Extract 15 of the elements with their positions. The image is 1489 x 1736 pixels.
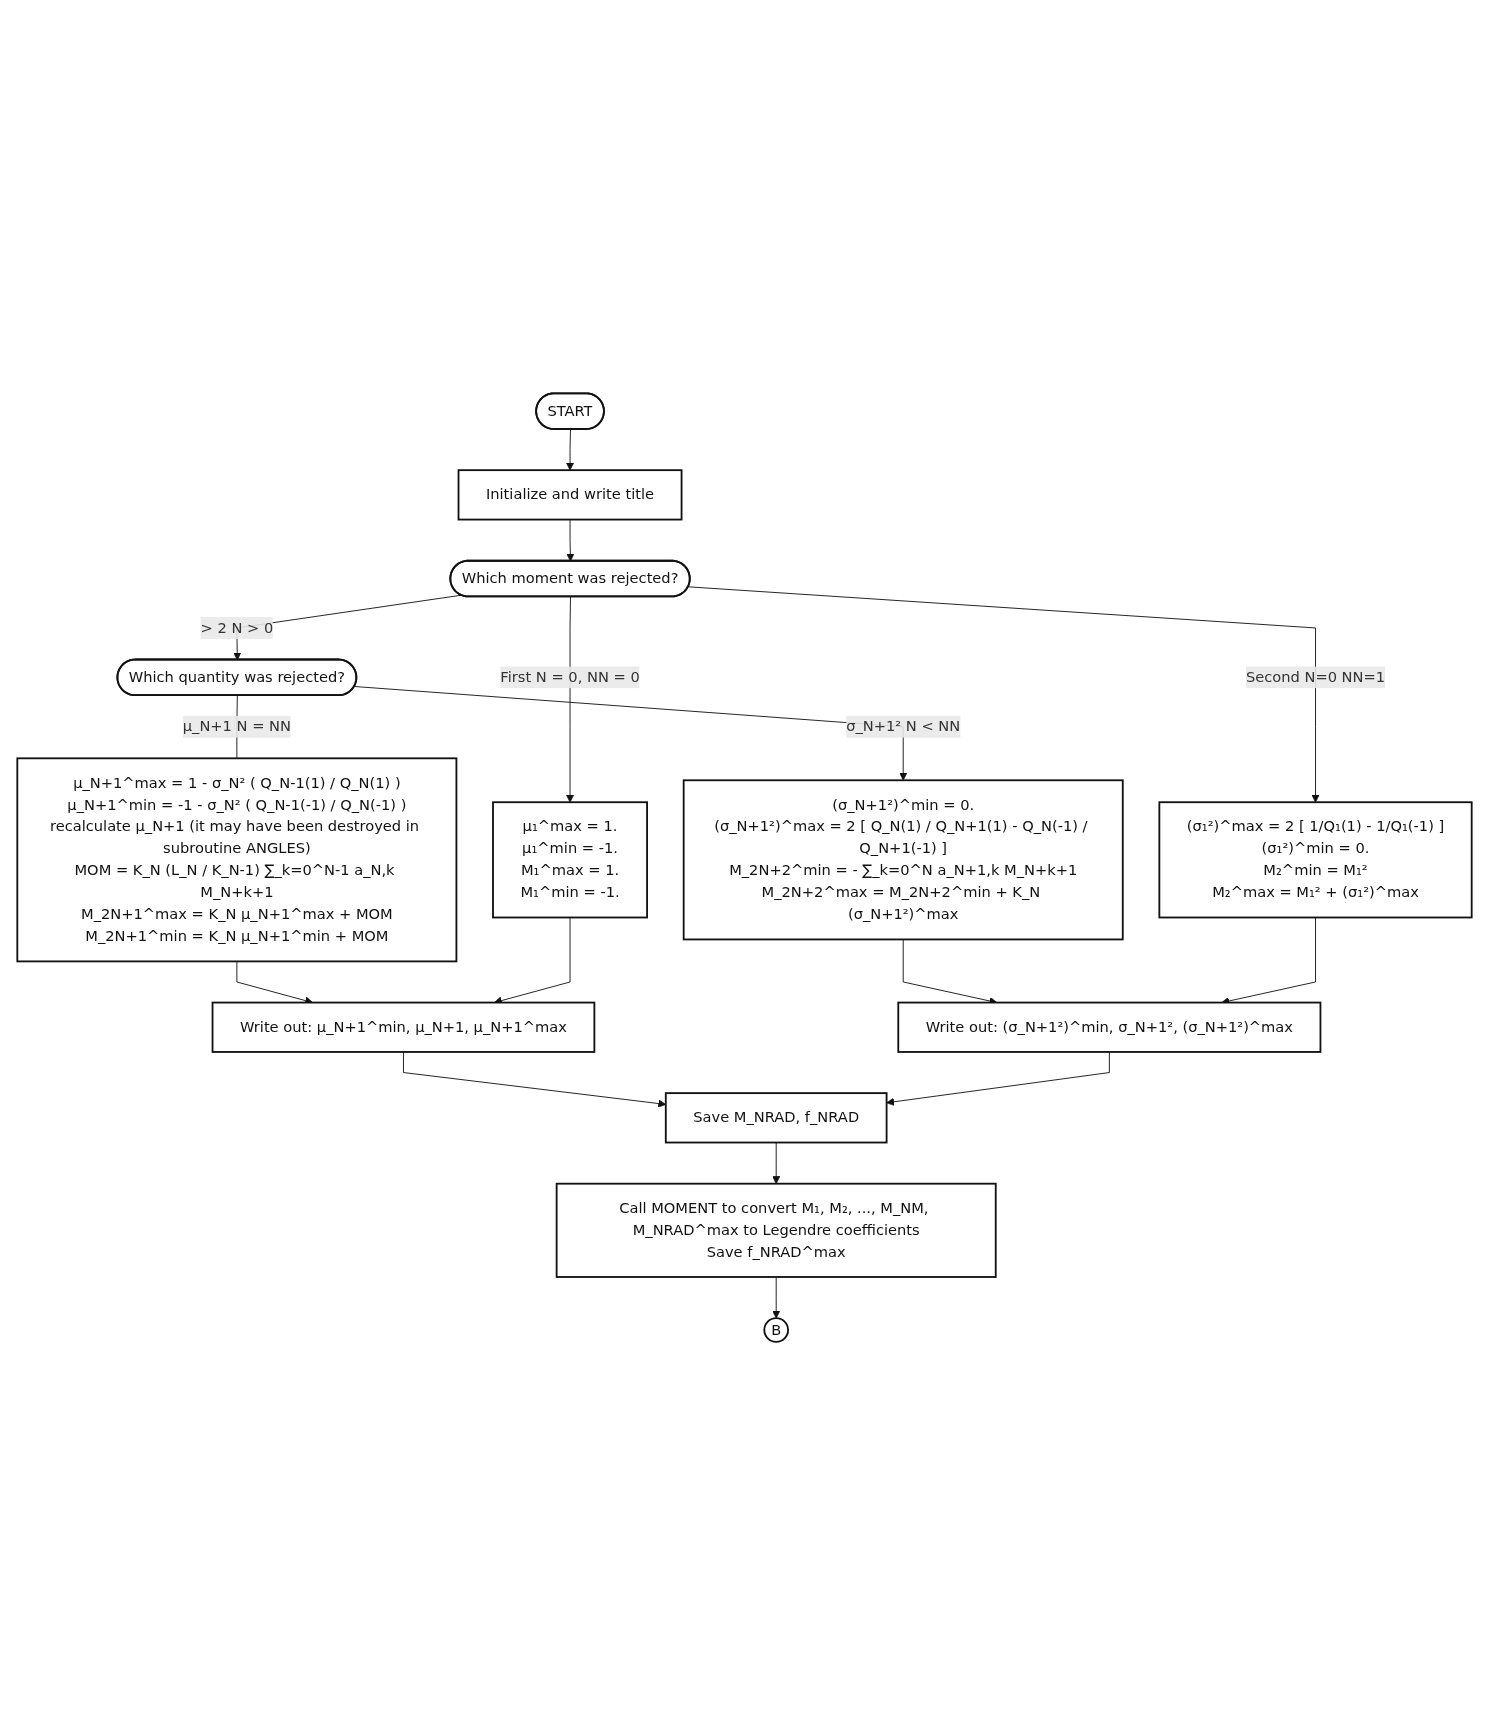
node-box: Save M_NRAD, f_NRAD <box>664 1092 888 1144</box>
node-box: Initialize and write title <box>457 469 683 521</box>
node-box: (σ₁²)^max = 2 [ 1/Q₁(1) - 1/Q₁(-1) ] (σ₁²)^min = 0. M₂^min = M₁² M₂^max = M₁² + (σ₁²)^max <box>1158 801 1473 919</box>
node-box: Call MOMENT to convert M₁, M₂, ..., M_NM, M_NRAD^max to Legendre coefficients Save f_NRAD^max <box>555 1183 997 1279</box>
node-box: Write out: μ_N+1^min, μ_N+1, μ_N+1^max <box>211 1002 596 1054</box>
node-box: Write out: (σ_N+1²)^min, σ_N+1², (σ_N+1²)^max <box>897 1002 1322 1054</box>
node-circle: B <box>763 1317 789 1344</box>
node-box: μ₁^max = 1. μ₁^min = -1. M₁^max = 1. M₁^min = -1. <box>492 801 648 919</box>
node-box: μ_N+1^max = 1 - σ_N² ( Q_N-1(1) / Q_N(1) ) μ_N+1^min = -1 - σ_N² ( Q_N-1(-1) / Q_N(-1) ) recalculate μ_N+1 (it may have been destroyed in subroutine ANGLES) MOM = K_N (L_N / K_N-1) ∑_k=0^N-1 a_N,k M_N+k+1 M_2N+1^max = K_N μ_N+1^max + MOM M_2N+1^min = K_N μ_N+1^min + MOM <box>16 757 458 963</box>
edge-label: Second N=0 NN=1 <box>1245 668 1386 686</box>
edge-label: > 2 N > 0 <box>200 619 274 637</box>
edge-label: σ_N+1² N < NN <box>846 717 961 736</box>
edge-label: μ_N+1 N = NN <box>182 717 291 736</box>
node-box: (σ_N+1²)^min = 0. (σ_N+1²)^max = 2 [ Q_N(1) / Q_N+1(1) - Q_N(-1) / Q_N+1(-1) ] M_2N+2^min = - ∑_k=0^N a_N+1,k M_N+k+1 M_2N+2^max = M_2N+2^min + K_N (σ_N+1²)^max <box>682 779 1124 941</box>
edge-label: First N = 0, NN = 0 <box>500 668 640 686</box>
